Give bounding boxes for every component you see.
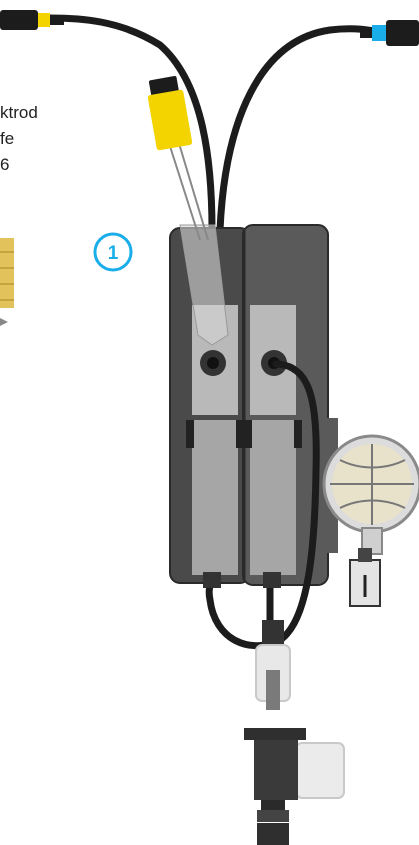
connector-right — [360, 20, 419, 46]
label-line-1: ktrod — [0, 103, 38, 122]
callout-marker-1: 1 — [93, 232, 133, 272]
housing-bottom-fittings — [203, 572, 281, 588]
cable-left — [46, 14, 216, 234]
probe-cap — [147, 76, 193, 151]
label-line-3: 6 — [0, 155, 9, 174]
electrode-label: ktrod fe 6 — [0, 103, 38, 174]
flow-fitting — [244, 620, 345, 845]
sensor-insert-right — [244, 305, 302, 575]
connector-left — [0, 10, 64, 30]
sensor-port-left — [200, 350, 226, 376]
cable-right — [216, 25, 389, 234]
tube-loop — [205, 360, 320, 650]
brass-fitting-partial — [0, 238, 14, 326]
label-line-2: fe — [0, 129, 14, 148]
electrode-probe — [167, 139, 229, 346]
sensor-insert-left — [186, 305, 244, 575]
pump-wheel — [322, 418, 419, 607]
callout-number: 1 — [108, 243, 119, 264]
